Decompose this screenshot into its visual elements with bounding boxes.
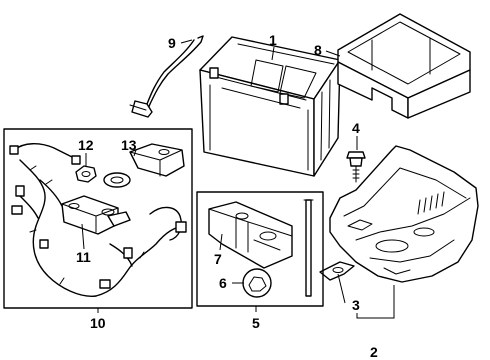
callout-3: 3 <box>352 297 360 313</box>
nut <box>242 268 272 298</box>
battery-terminal <box>103 143 185 188</box>
callout-2: 2 <box>370 344 378 360</box>
callout-5: 5 <box>252 315 260 331</box>
terminal-nut <box>75 165 97 183</box>
callout-10: 10 <box>90 315 106 331</box>
hold-down-rod <box>303 199 314 297</box>
battery-harness <box>9 143 187 297</box>
hold-down-bolt <box>346 151 366 183</box>
battery-monitor-sensor <box>61 195 131 235</box>
callout-11: 11 <box>76 249 91 265</box>
callout-6: 6 <box>219 275 227 291</box>
hold-down-block <box>208 201 293 269</box>
callout-13: 13 <box>121 137 137 153</box>
leader-lines <box>81 39 395 319</box>
vent-tube <box>129 35 204 118</box>
callout-1: 1 <box>269 32 277 48</box>
callout-4: 4 <box>352 120 360 136</box>
tray-clip <box>319 261 355 281</box>
battery-tray <box>329 145 479 283</box>
callouts: 1 2 3 4 5 6 7 8 9 10 11 12 13 <box>76 32 378 360</box>
battery-insulator <box>337 13 471 119</box>
hold-down-kit-frame <box>196 191 324 307</box>
callout-7: 7 <box>214 251 222 267</box>
callout-9: 9 <box>168 35 176 51</box>
battery <box>199 36 341 177</box>
callout-12: 12 <box>78 137 94 153</box>
callout-8: 8 <box>314 42 322 58</box>
